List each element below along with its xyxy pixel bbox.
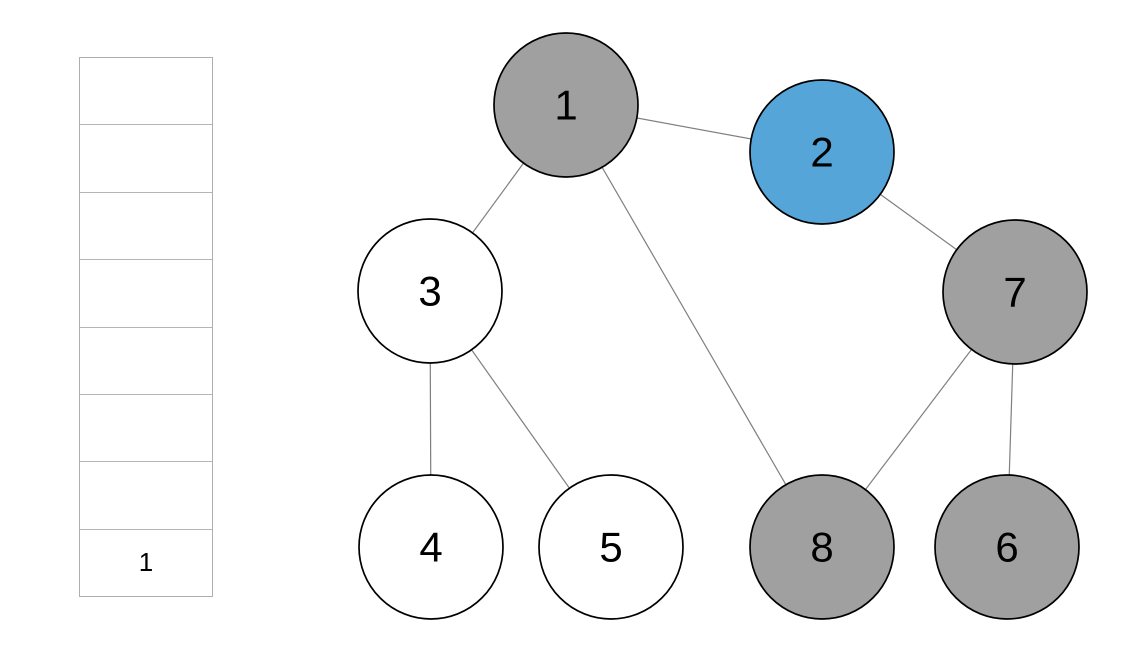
node-circle-7	[942, 219, 1088, 365]
node-label-3: 3	[418, 268, 441, 315]
node-8: 8	[749, 474, 895, 620]
stack-cell	[80, 58, 212, 126]
node-label-7: 7	[1003, 269, 1026, 316]
stack: 1	[79, 57, 213, 597]
node-2: 2	[749, 79, 895, 225]
node-circle-8	[749, 474, 895, 620]
node-circle-2	[749, 79, 895, 225]
node-circle-3	[357, 218, 503, 364]
stack-cell: 1	[138, 547, 154, 578]
edge-1-8	[565, 104, 823, 548]
node-3: 3	[357, 218, 503, 364]
node-circle-4	[358, 474, 504, 620]
node-5: 5	[538, 474, 684, 620]
node-label-4: 4	[419, 524, 442, 571]
node-label-1: 1	[554, 82, 577, 129]
node-label-6: 6	[995, 524, 1018, 571]
stack-cell	[80, 462, 212, 530]
stack-cell	[80, 328, 212, 395]
stack-cell	[80, 193, 212, 261]
node-4: 4	[358, 474, 504, 620]
node-1: 1	[493, 32, 639, 178]
stack-cell	[80, 395, 212, 463]
node-label-2: 2	[810, 129, 833, 176]
node-label-8: 8	[810, 524, 833, 571]
node-circle-1	[493, 32, 639, 178]
node-circle-6	[934, 474, 1080, 620]
stack-cell	[80, 260, 212, 328]
node-label-5: 5	[599, 524, 622, 571]
node-6: 6	[934, 474, 1080, 620]
node-7: 7	[942, 219, 1088, 365]
node-circle-5	[538, 474, 684, 620]
stack-cell	[80, 125, 212, 193]
